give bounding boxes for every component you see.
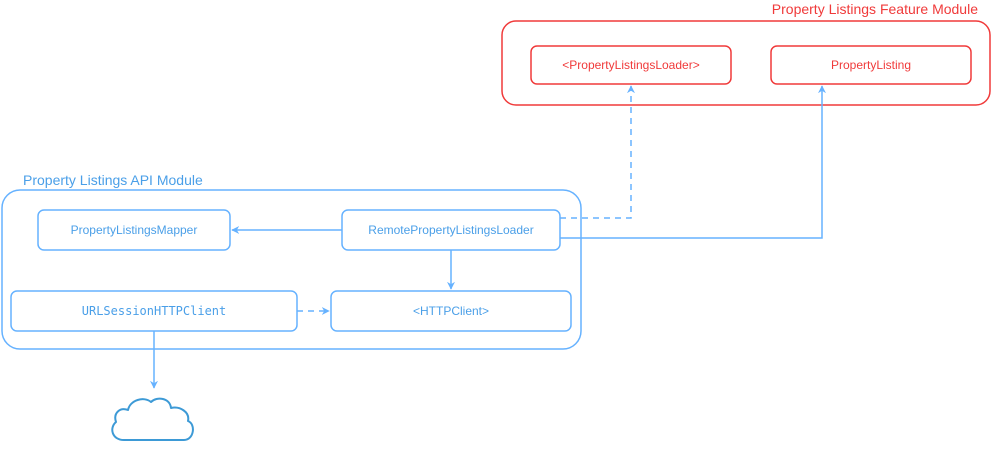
url-session-http-client-label: URLSessionHTTPClient xyxy=(82,304,227,318)
property-listing-node: PropertyListing xyxy=(770,45,972,85)
api-module: Property Listings API Module PropertyLis… xyxy=(1,172,582,350)
property-listings-loader-protocol-label: <PropertyListingsLoader> xyxy=(562,58,699,72)
property-listings-loader-protocol-box xyxy=(530,45,732,85)
property-listings-mapper-label: PropertyListingsMapper xyxy=(71,223,198,237)
cloud-shape xyxy=(111,397,194,441)
feature-module-container xyxy=(501,20,991,106)
property-listing-label: PropertyListing xyxy=(831,58,911,72)
property-listings-loader-protocol-node: <PropertyListingsLoader> xyxy=(530,45,732,85)
property-listings-mapper-box xyxy=(37,209,231,251)
api-module-title: Property Listings API Module xyxy=(23,172,203,188)
cloud-icon xyxy=(111,397,194,441)
loader-implements-protocol-arrow xyxy=(560,85,635,219)
http-client-protocol-box xyxy=(330,290,572,332)
remote-property-listings-loader-label: RemotePropertyListingsLoader xyxy=(368,223,533,237)
http-client-protocol-node: <HTTPClient> xyxy=(330,290,572,332)
http-client-protocol-label: <HTTPClient> xyxy=(413,304,489,318)
feature-module-title: Property Listings Feature Module xyxy=(772,1,978,17)
feature-module: Property Listings Feature Module <Proper… xyxy=(501,1,991,106)
loader-uses-listing-arrow xyxy=(560,85,826,239)
property-listing-box xyxy=(770,45,972,85)
url-session-http-client-node: URLSessionHTTPClient xyxy=(10,290,298,332)
api-module-container xyxy=(1,189,582,350)
property-listings-mapper-node: PropertyListingsMapper xyxy=(37,209,231,251)
remote-property-listings-loader-node: RemotePropertyListingsLoader xyxy=(341,209,561,251)
